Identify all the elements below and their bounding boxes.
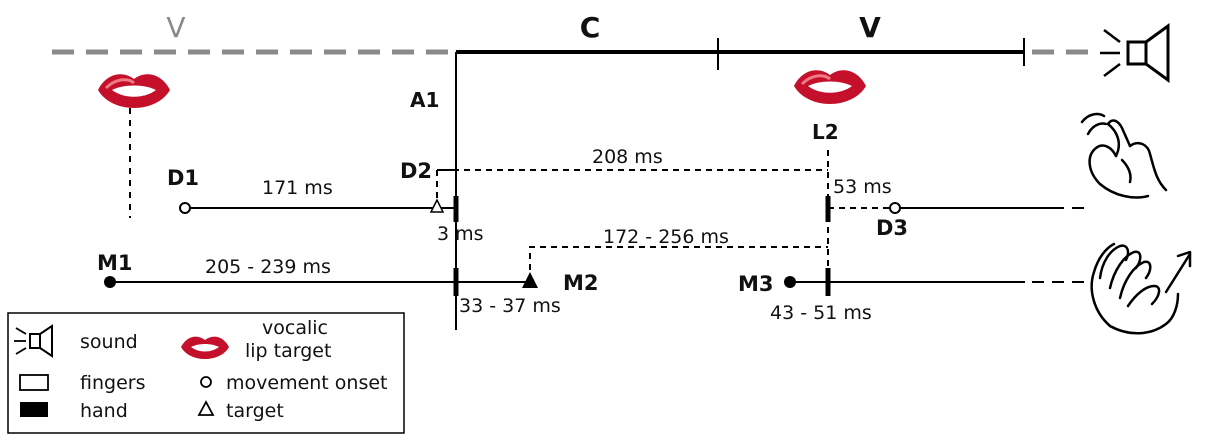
legend-vocalic-line1: vocalic <box>262 317 328 339</box>
label-a1: A1 <box>410 88 439 112</box>
d3-onset-marker <box>890 203 900 213</box>
legend-vocalic-line2: lip target <box>245 340 331 362</box>
d1-onset-marker <box>180 203 190 213</box>
finger-hand-icon <box>1082 114 1166 198</box>
vowel-label-left: V <box>166 11 185 44</box>
d2-l2-bracket <box>437 170 828 198</box>
label-d3: D3 <box>876 216 908 240</box>
duration-d1-d2: 171 ms <box>262 177 333 199</box>
duration-l2-d3: 53 ms <box>833 176 892 198</box>
duration-m1-a1: 205 - 239 ms <box>205 256 331 278</box>
legend-sound-label: sound <box>80 331 138 353</box>
label-l2: L2 <box>812 120 839 144</box>
label-m1: M1 <box>97 251 133 275</box>
duration-m2-l2: 172 - 256 ms <box>603 226 729 248</box>
lips-icon <box>794 70 866 104</box>
m3-onset-marker <box>784 276 796 288</box>
consonant-label: C <box>580 11 601 44</box>
label-d2: D2 <box>400 159 432 183</box>
legend-hand-swatch <box>20 402 48 417</box>
legend-hand-label: hand <box>80 400 128 422</box>
vowel-label-right: V <box>859 11 881 44</box>
duration-d2-a1: 3 ms <box>437 223 484 245</box>
legend-fingers-label: fingers <box>80 372 145 394</box>
d2-target-marker <box>431 200 443 212</box>
m1-onset-marker <box>104 276 116 288</box>
label-m3: M3 <box>738 272 774 296</box>
lips-icon <box>98 74 170 108</box>
duration-m3-l2: 43 - 51 ms <box>770 302 872 324</box>
legend: sound vocalic lip target fingers hand mo… <box>8 313 404 433</box>
sound-timeline: V C V <box>52 11 1090 70</box>
loudspeaker-icon <box>1100 26 1168 80</box>
duration-a1-m2: 33 - 37 ms <box>459 295 561 317</box>
whole-hand-icon <box>1092 244 1190 333</box>
m2-target-marker <box>522 272 538 288</box>
legend-onset-symbol <box>201 377 211 387</box>
label-m2: M2 <box>563 271 599 295</box>
legend-onset-label: movement onset <box>226 372 388 394</box>
duration-d2-l2: 208 ms <box>592 146 663 168</box>
legend-fingers-swatch <box>20 375 48 390</box>
legend-target-label: target <box>226 400 284 422</box>
label-d1: D1 <box>167 166 199 190</box>
m2-l2-bracket <box>530 247 828 270</box>
